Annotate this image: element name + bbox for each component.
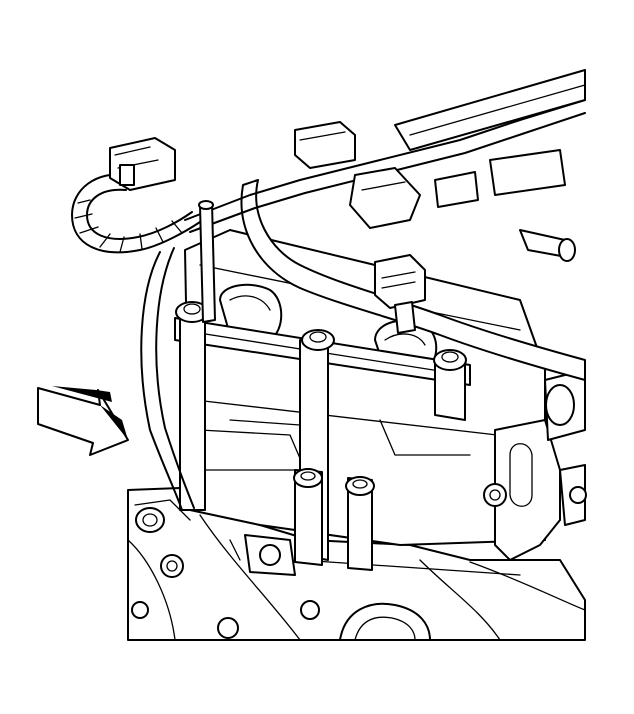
camshaft-seal [339, 602, 431, 641]
cam-sprocket-boss [131, 507, 239, 639]
vent-fitting [519, 229, 576, 262]
mounting-bracket [483, 419, 561, 561]
harness-loop [71, 173, 201, 254]
cap-bolt-5 [433, 349, 467, 421]
pcv-hose [240, 179, 586, 381]
fuel-rail [394, 69, 586, 208]
thermostat-housing [544, 369, 587, 526]
ignition-connector-left [109, 137, 176, 191]
breather-tube [198, 200, 216, 323]
cap-bolt-4 [345, 476, 375, 571]
coil-pack [349, 167, 421, 229]
arrow-icon [37, 386, 129, 456]
sensor-connector [374, 254, 426, 334]
cap-bolt-1 [175, 301, 209, 511]
cap-bolt-3 [293, 468, 323, 566]
ignition-connector-center [294, 121, 356, 169]
